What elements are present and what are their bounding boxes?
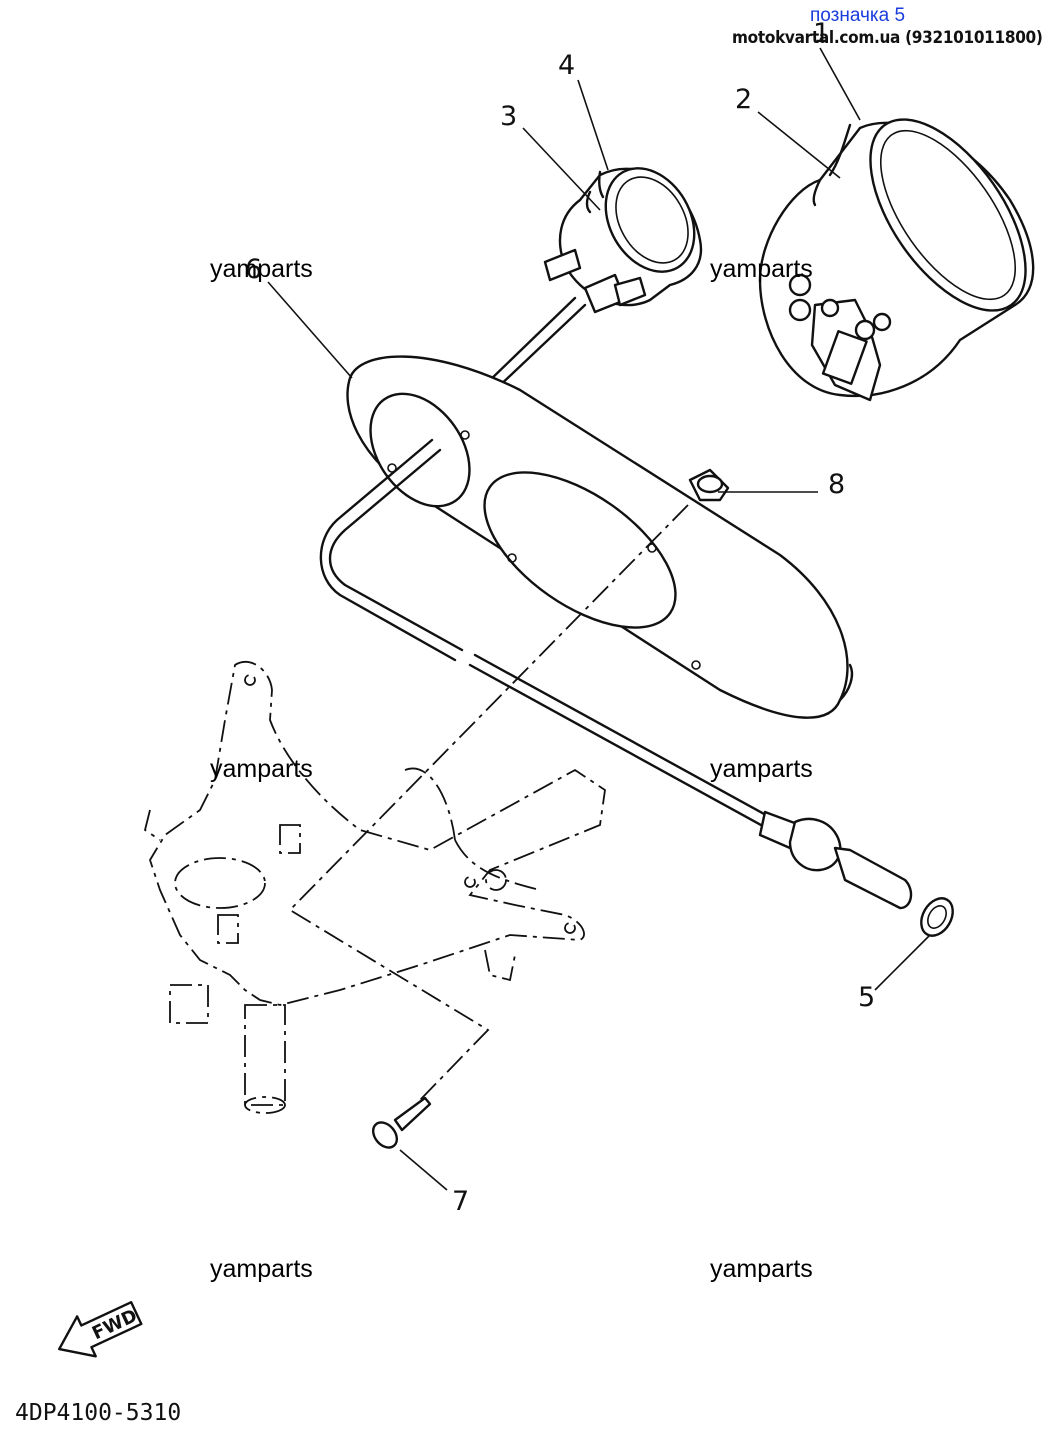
watermark: yamparts [210, 755, 313, 783]
callout-3: 3 [500, 101, 517, 132]
watermark: yamparts [710, 255, 813, 283]
screw [371, 1096, 432, 1149]
steering-bracket [143, 660, 606, 1114]
part-code: 4DP4100-5310 [15, 1400, 181, 1426]
header-label: позначка 5 [810, 5, 906, 26]
callout-numbers: 1 2 3 4 5 6 7 8 [245, 18, 875, 1217]
meter-cable-upper [485, 296, 587, 392]
fwd-arrow-icon: FWD [58, 1301, 143, 1358]
washer [920, 897, 954, 937]
watermark: yamparts [710, 1255, 813, 1283]
bolt [688, 468, 730, 502]
callout-8: 8 [828, 469, 845, 500]
watermark: yamparts [710, 755, 813, 783]
callout-5: 5 [858, 982, 875, 1013]
tachometer-gauge [543, 167, 703, 314]
meter-mounting-plate [346, 355, 854, 719]
callout-leaders [267, 47, 931, 1191]
sender-unit [758, 810, 913, 910]
watermark: yamparts [210, 255, 313, 283]
callout-4: 4 [558, 50, 575, 81]
install-axis-lines [288, 504, 689, 1101]
speedometer-gauge [758, 118, 1035, 402]
callout-7: 7 [452, 1186, 469, 1217]
callout-1: 1 [813, 18, 830, 49]
meter-cable-loop [319, 438, 777, 832]
watermark: yamparts [210, 1255, 313, 1283]
header-site: motokvartal.com.ua (932101011800) [732, 28, 1043, 48]
callout-6: 6 [245, 254, 262, 285]
watermarks: yamparts yamparts yamparts yamparts yamp… [210, 255, 813, 1283]
callout-2: 2 [735, 84, 752, 115]
